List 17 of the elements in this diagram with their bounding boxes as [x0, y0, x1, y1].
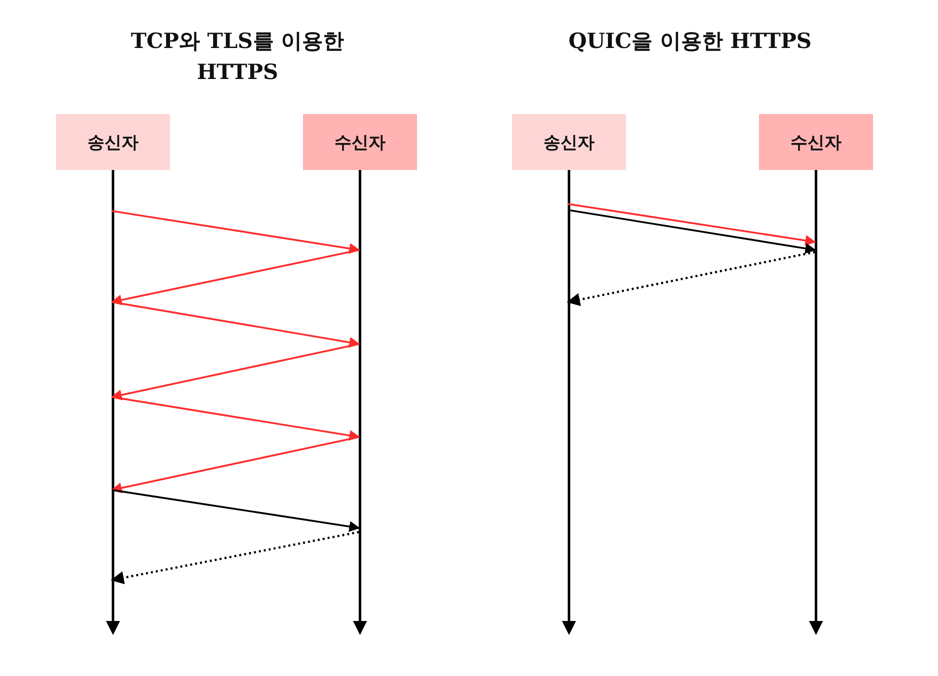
message-arrow	[112, 301, 360, 348]
message-arrow	[112, 396, 360, 441]
panel-title: QUIC을 이용한 HTTPS	[567, 27, 813, 55]
message-arrow	[566, 250, 816, 306]
participant-box: 수신자	[759, 114, 873, 170]
message-arrow	[110, 249, 360, 306]
participant-box: 송신자	[512, 114, 626, 170]
message-arrow	[112, 210, 360, 254]
message-arrow	[112, 489, 360, 532]
participant-box: 송신자	[56, 114, 170, 170]
message-arrow	[110, 436, 360, 494]
panel-title: TCP와 TLS를 이용한 HTTPS	[130, 27, 346, 86]
message-arrow	[110, 343, 360, 400]
participant-box: 수신자	[303, 114, 417, 170]
message-arrow	[568, 203, 816, 246]
message-arrow	[568, 209, 816, 254]
message-arrow	[110, 530, 360, 584]
